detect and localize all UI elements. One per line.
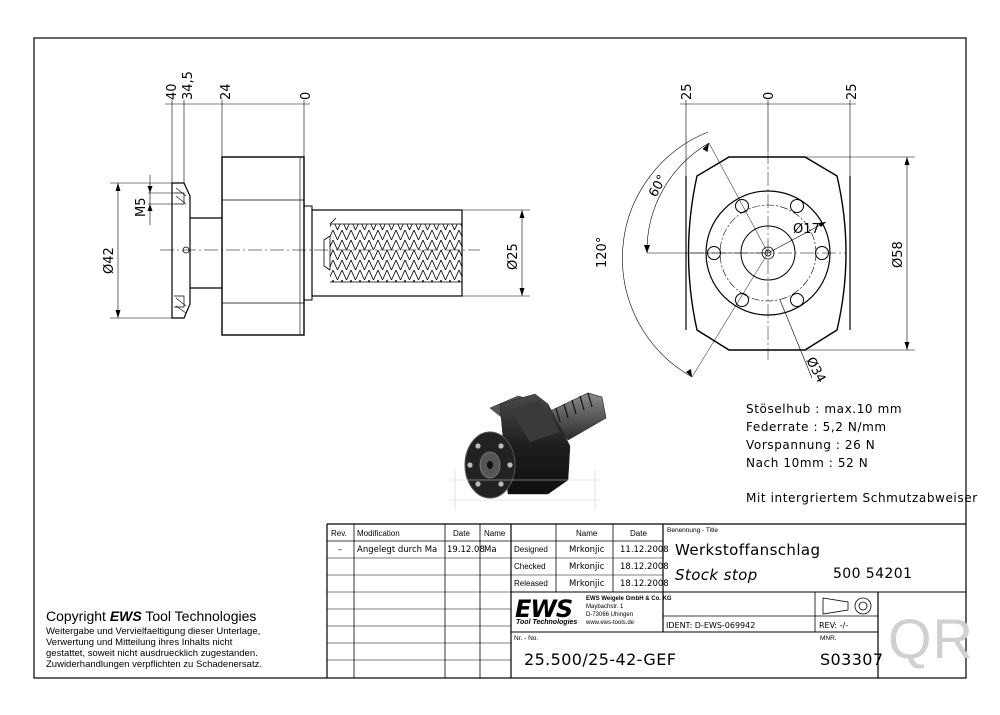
rev-header-name: Name <box>484 529 506 538</box>
rev-cell-rev: – <box>338 545 343 555</box>
title-block-grid <box>326 523 966 678</box>
approval-date-checked: 18.12.2008 <box>620 562 669 572</box>
company-address-line: EWS Weigele GmbH & Co. KG <box>586 596 672 602</box>
title-german: Werkstoffanschlag <box>675 541 821 559</box>
copyright-line: gestattet, soweit nicht ausdruecklich zu… <box>46 648 258 659</box>
dim-24: 24 <box>219 83 234 100</box>
spec-note-preload: Vorspannung : 26 N <box>746 438 876 452</box>
approval-label-designed: Designed <box>514 545 548 554</box>
article-number: 500 54201 <box>833 566 913 582</box>
mnr-number: S03307 <box>820 650 884 669</box>
spec-note-after-10mm: Nach 10mm : 52 N <box>746 456 869 470</box>
company-address-line: Maybachstr. 1 <box>586 604 624 610</box>
rev-header-date: Date <box>453 529 470 538</box>
dim-25-left: 25 <box>680 83 695 100</box>
copyright-heading: Copyright EWS Tool Technologies <box>46 608 257 624</box>
front-view-dimension-arrows <box>644 143 910 377</box>
faint-background-lines <box>450 470 600 510</box>
spec-note-dirt-wiper: Mit intergriertem Schmutzabweiser <box>746 491 978 505</box>
side-view <box>160 156 480 336</box>
approval-header-name: Name <box>576 529 598 538</box>
dim-34-5: 34,5 <box>181 71 196 100</box>
dim-dia-34: Ø34 <box>802 355 828 386</box>
copyright-line: Weitergabe und Vervielfaeltigung dieser … <box>46 626 261 637</box>
side-view-dimension-arrows <box>115 183 525 318</box>
isometric-3d-view <box>464 392 607 499</box>
dim-dia-17: Ø17 <box>793 222 820 237</box>
projection-symbol-icon <box>822 597 872 615</box>
qr-placeholder: QR <box>888 607 974 670</box>
company-address-line: www.ews-tools.de <box>586 620 635 626</box>
approval-label-released: Released <box>514 579 548 588</box>
front-outline <box>687 156 847 351</box>
drawing-frame <box>33 37 967 679</box>
approval-date-designed: 11.12.2008 <box>620 545 669 555</box>
spec-note-spring-rate: Federrate : 5,2 N/mm <box>746 420 887 434</box>
rev-header-rev: Rev. <box>331 529 347 538</box>
title-caption: Benennung - Title <box>667 527 718 534</box>
copyright-line: Zuwiderhandlungen verpflichten zu Schade… <box>46 659 262 670</box>
approval-header-date: Date <box>630 529 647 538</box>
rev-cell-modification: Angelegt durch Ma <box>357 545 438 555</box>
front-view <box>685 150 851 360</box>
approval-name-designed: Mrkonjic <box>569 545 605 555</box>
rev-field: REV: -/- <box>819 621 849 630</box>
logo-subtitle: Tool Technologies <box>516 619 578 626</box>
drawing-number: 25.500/25-42-GEF <box>524 650 677 669</box>
dim-120-deg: 120° <box>595 237 610 268</box>
flange-outline <box>171 182 191 319</box>
number-caption: Nr. - No. <box>514 635 539 642</box>
side-view-dimensions <box>110 100 530 319</box>
dim-dia-25: Ø25 <box>506 243 521 270</box>
front-view-dimension-text: 25 0 25 60° 120° Ø17 Ø58 Ø34 <box>595 83 906 385</box>
ident-field: IDENT: D-EWS-069942 <box>666 621 756 630</box>
approval-name-released: Mrkonjic <box>569 579 605 589</box>
mnr-caption: MNR. <box>820 635 837 642</box>
approval-date-released: 18.12.2008 <box>620 579 669 589</box>
title-english: Stock stop <box>675 566 758 584</box>
ews-logo: EWS <box>515 595 573 623</box>
dim-dia-42: Ø42 <box>102 247 117 274</box>
svg-text:EWS: EWS <box>515 595 572 623</box>
dim-m5: M5 <box>134 198 149 218</box>
spec-note-stroke: Stöselhub : max.10 mm <box>746 402 903 416</box>
dim-0-side: 0 <box>299 92 314 100</box>
dim-40: 40 <box>165 83 180 100</box>
side-view-dimension-text: 40 34,5 24 0 M5 Ø42 Ø25 <box>102 71 521 274</box>
front-view-dimensions <box>622 100 915 379</box>
copyright-line: Verwertung und Mitteilung ihres Inhalts … <box>46 637 233 648</box>
rev-cell-name: Ma <box>484 545 497 555</box>
main-body <box>221 156 305 336</box>
dim-25-right: 25 <box>845 83 860 100</box>
company-address-line: D-73066 Uhingen <box>586 612 634 618</box>
rev-header-modification: Modification <box>357 529 400 538</box>
dim-dia-58: Ø58 <box>891 241 906 268</box>
approval-name-checked: Mrkonjic <box>569 562 605 572</box>
rev-cell-date: 19.12.08 <box>447 545 485 555</box>
dim-0-front: 0 <box>762 92 777 100</box>
approval-label-checked: Checked <box>514 562 546 571</box>
